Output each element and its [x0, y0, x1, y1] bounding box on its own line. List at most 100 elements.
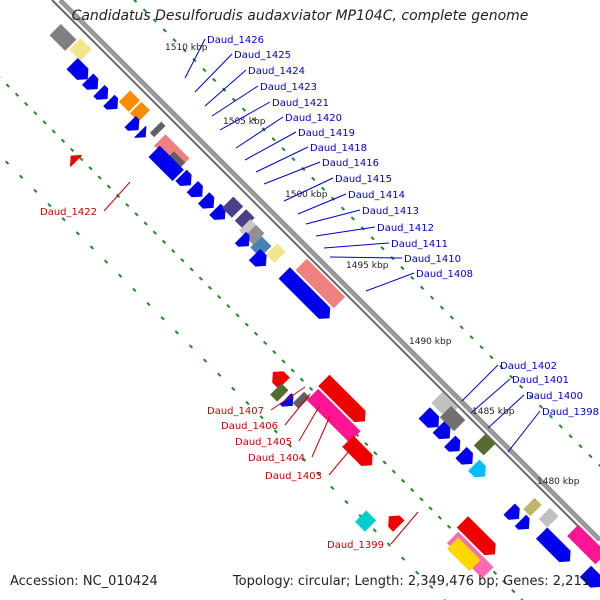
- feature-block[interactable]: [49, 24, 77, 51]
- feature-block[interactable]: [244, 224, 265, 245]
- cds-forward[interactable]: [468, 459, 486, 478]
- cds-forward[interactable]: [514, 514, 530, 530]
- cds-forward[interactable]: [148, 145, 184, 181]
- gene-label-leader: [219, 101, 271, 131]
- feature-block[interactable]: [355, 510, 377, 532]
- outer-gc-dot: [519, 384, 524, 389]
- cds-reverse[interactable]: [272, 371, 290, 389]
- gene-label[interactable]: Daud_1420: [285, 113, 342, 124]
- outer-gc-dot: [578, 444, 583, 449]
- cds-forward[interactable]: [186, 181, 203, 198]
- gene-label[interactable]: Daud_1412: [377, 223, 434, 234]
- feature-block[interactable]: [473, 434, 495, 456]
- feature-block[interactable]: [292, 391, 310, 409]
- cds-reverse[interactable]: [318, 374, 366, 423]
- gene-label[interactable]: Daud_1406: [221, 421, 278, 432]
- outer-gc-dot: [281, 147, 286, 152]
- gene-label[interactable]: Daud_1416: [322, 158, 379, 169]
- cds-reverse[interactable]: [70, 154, 82, 167]
- gene-label-leader: [194, 53, 233, 93]
- feature-block[interactable]: [234, 209, 255, 230]
- gc-content-dot: [316, 471, 321, 476]
- feature-block[interactable]: [446, 537, 481, 572]
- feature-block[interactable]: [149, 121, 166, 138]
- gene-label-leader: [507, 410, 541, 453]
- gene-label[interactable]: Daud_1422: [40, 207, 97, 218]
- cds-reverse[interactable]: [342, 435, 373, 466]
- feature-block[interactable]: [130, 101, 150, 122]
- feature-block[interactable]: [306, 388, 361, 443]
- gene-label[interactable]: Daud_1414: [348, 190, 405, 201]
- cds-forward[interactable]: [278, 267, 331, 319]
- cds-forward[interactable]: [103, 94, 119, 110]
- gene-label-leader: [283, 177, 334, 202]
- feature-block[interactable]: [270, 383, 289, 402]
- feature-block[interactable]: [118, 90, 140, 112]
- feature-block[interactable]: [567, 524, 600, 565]
- cds-forward[interactable]: [198, 192, 215, 209]
- gc-content-dot: [245, 400, 250, 406]
- feature-block[interactable]: [538, 507, 559, 528]
- gc-content-dot: [344, 499, 349, 505]
- outer-gc-dot: [459, 325, 464, 330]
- gene-label[interactable]: Daud_1426: [207, 35, 264, 46]
- gc-skew-dot: [511, 589, 516, 594]
- gene-label[interactable]: Daud_1404: [248, 453, 305, 464]
- gene-label[interactable]: Daud_1424: [248, 66, 305, 77]
- gene-label[interactable]: Daud_1419: [298, 128, 355, 139]
- feature-block[interactable]: [69, 38, 92, 61]
- cds-forward[interactable]: [124, 116, 140, 131]
- outer-gc-dot: [439, 305, 445, 310]
- outer-gc-dot: [251, 117, 256, 122]
- cds-forward[interactable]: [248, 248, 267, 267]
- gc-content-dot: [259, 415, 264, 420]
- cds-reverse[interactable]: [388, 515, 405, 532]
- cds-forward[interactable]: [234, 231, 250, 247]
- cds-forward[interactable]: [93, 84, 109, 100]
- gene-label-leader: [235, 116, 284, 149]
- cds-forward[interactable]: [175, 169, 192, 186]
- gc-skew-dot: [106, 184, 112, 189]
- feature-block[interactable]: [523, 497, 542, 517]
- gene-label[interactable]: Daud_1415: [335, 174, 392, 185]
- gene-label[interactable]: Daud_1410: [404, 254, 461, 265]
- cds-forward[interactable]: [579, 565, 600, 588]
- outer-gc-dot: [509, 374, 514, 380]
- cds-forward[interactable]: [418, 407, 440, 428]
- cds-forward[interactable]: [503, 503, 520, 520]
- cds-forward[interactable]: [134, 125, 147, 138]
- gene-label[interactable]: Daud_1418: [310, 143, 367, 154]
- gene-label[interactable]: Daud_1405: [235, 437, 292, 448]
- gene-label[interactable]: Daud_1400: [526, 391, 583, 402]
- feature-block[interactable]: [222, 196, 244, 218]
- gene-label-leader: [244, 131, 297, 161]
- gene-label[interactable]: Daud_1401: [512, 375, 569, 386]
- cds-forward[interactable]: [444, 435, 461, 452]
- gene-label[interactable]: Daud_1413: [362, 206, 419, 217]
- feature-block[interactable]: [439, 405, 466, 432]
- gene-label[interactable]: Daud_1421: [272, 98, 329, 109]
- feature-block[interactable]: [265, 243, 286, 263]
- cds-reverse[interactable]: [456, 516, 496, 556]
- cds-forward[interactable]: [455, 446, 473, 465]
- gene-label[interactable]: Daud_1402: [500, 361, 557, 372]
- gene-label-leader: [365, 272, 415, 292]
- gene-label[interactable]: Daud_1399: [327, 540, 384, 551]
- cds-forward[interactable]: [432, 421, 451, 440]
- gene-label[interactable]: Daud_1403: [265, 471, 322, 482]
- cds-forward[interactable]: [209, 203, 226, 220]
- gene-label[interactable]: Daud_1423: [260, 82, 317, 93]
- gc-content-dot: [301, 457, 307, 462]
- cds-forward[interactable]: [536, 527, 571, 563]
- gene-label[interactable]: Daud_1407: [207, 406, 264, 417]
- gene-label[interactable]: Daud_1398: [542, 407, 599, 418]
- gene-label[interactable]: Daud_1408: [416, 269, 473, 280]
- feature-block[interactable]: [295, 258, 346, 309]
- cds-forward[interactable]: [66, 58, 89, 80]
- gene-label[interactable]: Daud_1411: [391, 239, 448, 250]
- gc-content-dot: [160, 316, 165, 321]
- gene-label[interactable]: Daud_1425: [234, 50, 291, 61]
- cds-forward[interactable]: [82, 73, 99, 90]
- feature-block[interactable]: [250, 236, 272, 258]
